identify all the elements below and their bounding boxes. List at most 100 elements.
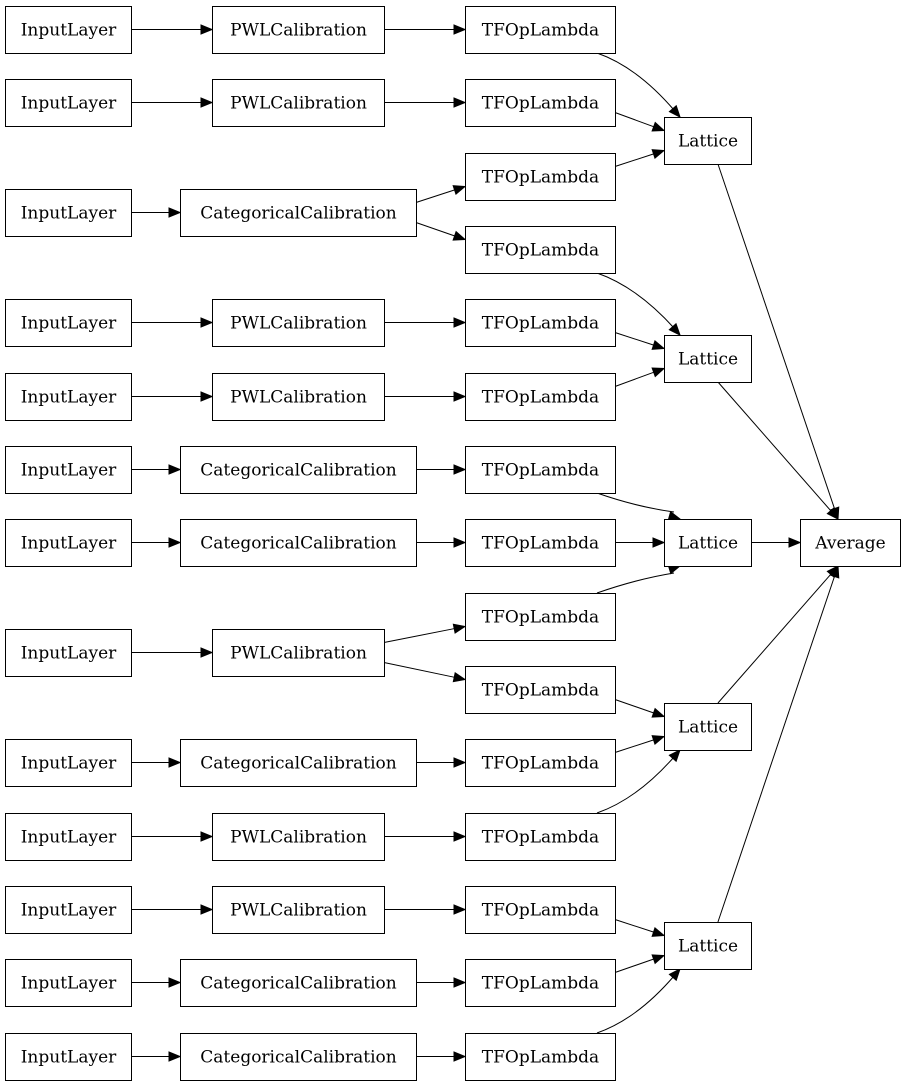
node-label: TFOpLambda <box>482 754 599 774</box>
node-lattice-5: Lattice <box>664 922 752 970</box>
node-calib-13: CategoricalCalibration <box>180 1033 417 1081</box>
node-label: InputLayer <box>21 754 117 774</box>
node-lattice-2: Lattice <box>664 335 752 383</box>
node-box <box>465 666 616 714</box>
arrowhead-calib_8-to-tfop_9 <box>452 623 467 634</box>
arrowhead-input_11-to-calib_11 <box>200 904 214 915</box>
node-label: InputLayer <box>21 204 117 224</box>
node-label: InputLayer <box>21 828 117 848</box>
node-box <box>465 593 616 641</box>
arrowhead-lattice_2-to-average <box>826 506 839 520</box>
node-tfop-8: TFOpLambda <box>465 519 616 567</box>
node-box <box>465 959 616 1007</box>
arrowhead-input_2-to-calib_2 <box>200 97 214 108</box>
node-box <box>5 886 132 934</box>
node-label: CategoricalCalibration <box>200 754 396 774</box>
edge-tfop_11-to-lattice_4 <box>614 739 655 753</box>
node-box <box>465 153 616 201</box>
arrowhead-input_4-to-calib_4 <box>200 317 214 328</box>
arrowhead-tfop_3-to-lattice_1 <box>651 149 666 160</box>
edge-lattice_4-to-average <box>717 573 832 704</box>
node-label: CategoricalCalibration <box>200 461 396 481</box>
arrowhead-calib_7-to-tfop_8 <box>453 537 467 548</box>
arrowhead-calib_6-to-tfop_7 <box>453 464 467 475</box>
arrowhead-calib_2-to-tfop_2 <box>453 97 467 108</box>
node-tfop-2: TFOpLambda <box>465 79 616 127</box>
arrowhead-tfop_1-to-lattice_1 <box>668 104 681 119</box>
node-box <box>465 739 616 787</box>
node-box <box>5 373 132 421</box>
node-box <box>212 6 385 54</box>
node-lattice-4: Lattice <box>664 703 752 751</box>
node-box <box>180 739 417 787</box>
edge-tfop_7-to-lattice_3 <box>596 492 675 513</box>
node-label: Lattice <box>678 718 738 738</box>
node-tfop-15: TFOpLambda <box>465 1033 616 1081</box>
node-box <box>180 446 417 494</box>
node-input-7: InputLayer <box>5 519 132 567</box>
edge-tfop_10-to-lattice_4 <box>614 699 655 714</box>
node-tfop-13: TFOpLambda <box>465 886 616 934</box>
node-calib-6: CategoricalCalibration <box>180 446 417 494</box>
node-label: InputLayer <box>21 644 117 664</box>
arrowhead-tfop_5-to-lattice_2 <box>651 339 666 350</box>
node-box <box>5 813 132 861</box>
arrowhead-calib_3-to-tfop_3 <box>452 185 467 196</box>
node-label: PWLCalibration <box>230 644 367 664</box>
edge-tfop_3-to-lattice_1 <box>614 153 655 167</box>
arrowhead-calib_8-to-tfop_10 <box>452 672 467 683</box>
node-input-11: InputLayer <box>5 886 132 934</box>
arrowhead-tfop_8-to-lattice_3 <box>652 537 666 548</box>
node-tfop-14: TFOpLambda <box>465 959 616 1007</box>
node-input-2: InputLayer <box>5 79 132 127</box>
arrowhead-input_8-to-calib_8 <box>200 647 214 658</box>
edge-lattice_5-to-average <box>717 575 836 923</box>
node-input-10: InputLayer <box>5 813 132 861</box>
node-calib-12: CategoricalCalibration <box>180 959 417 1007</box>
node-calib-8: PWLCalibration <box>212 629 385 677</box>
node-label: InputLayer <box>21 21 117 41</box>
arrowhead-input_1-to-calib_1 <box>200 24 214 35</box>
node-box <box>180 959 417 1007</box>
node-box <box>5 629 132 677</box>
edge-tfop_6-to-lattice_2 <box>614 371 655 387</box>
edge-tfop_15-to-lattice_5 <box>596 975 675 1034</box>
arrowhead-lattice_3-to-average <box>788 537 802 548</box>
node-tfop-4: TFOpLambda <box>465 226 616 274</box>
node-label: TFOpLambda <box>482 94 599 114</box>
arrowhead-input_3-to-calib_3 <box>168 207 182 218</box>
node-label: TFOpLambda <box>482 608 599 628</box>
node-label: PWLCalibration <box>230 314 367 334</box>
node-input-1: InputLayer <box>5 6 132 54</box>
arrowhead-tfop_6-to-lattice_2 <box>651 367 666 378</box>
node-box <box>180 519 417 567</box>
node-box <box>5 6 132 54</box>
arrowhead-tfop_14-to-lattice_5 <box>651 954 666 965</box>
edge-tfop_14-to-lattice_5 <box>614 958 655 973</box>
node-box <box>465 373 616 421</box>
arrowhead-calib_3-to-tfop_4 <box>452 230 467 241</box>
arrowhead-input_7-to-calib_7 <box>168 537 182 548</box>
node-box <box>664 335 752 383</box>
node-label: TFOpLambda <box>482 168 599 188</box>
node-input-9: InputLayer <box>5 739 132 787</box>
arrowhead-input_6-to-calib_6 <box>168 464 182 475</box>
node-box <box>212 79 385 127</box>
node-lattice-3: Lattice <box>664 519 752 567</box>
edge-calib_8-to-tfop_10 <box>383 662 456 678</box>
node-tfop-7: TFOpLambda <box>465 446 616 494</box>
node-input-3: InputLayer <box>5 189 132 237</box>
node-box <box>664 117 752 165</box>
node-label: TFOpLambda <box>482 1048 599 1068</box>
node-calib-3: CategoricalCalibration <box>180 189 417 237</box>
node-box <box>800 519 901 567</box>
node-label: PWLCalibration <box>230 94 367 114</box>
node-label: InputLayer <box>21 974 117 994</box>
arrowhead-calib_1-to-tfop_1 <box>453 24 467 35</box>
node-calib-5: PWLCalibration <box>212 373 385 421</box>
node-label: TFOpLambda <box>482 241 599 261</box>
node-lattice-1: Lattice <box>664 117 752 165</box>
node-label: TFOpLambda <box>482 388 599 408</box>
arrowhead-input_5-to-calib_5 <box>200 391 214 402</box>
arrowhead-input_12-to-calib_12 <box>168 977 182 988</box>
